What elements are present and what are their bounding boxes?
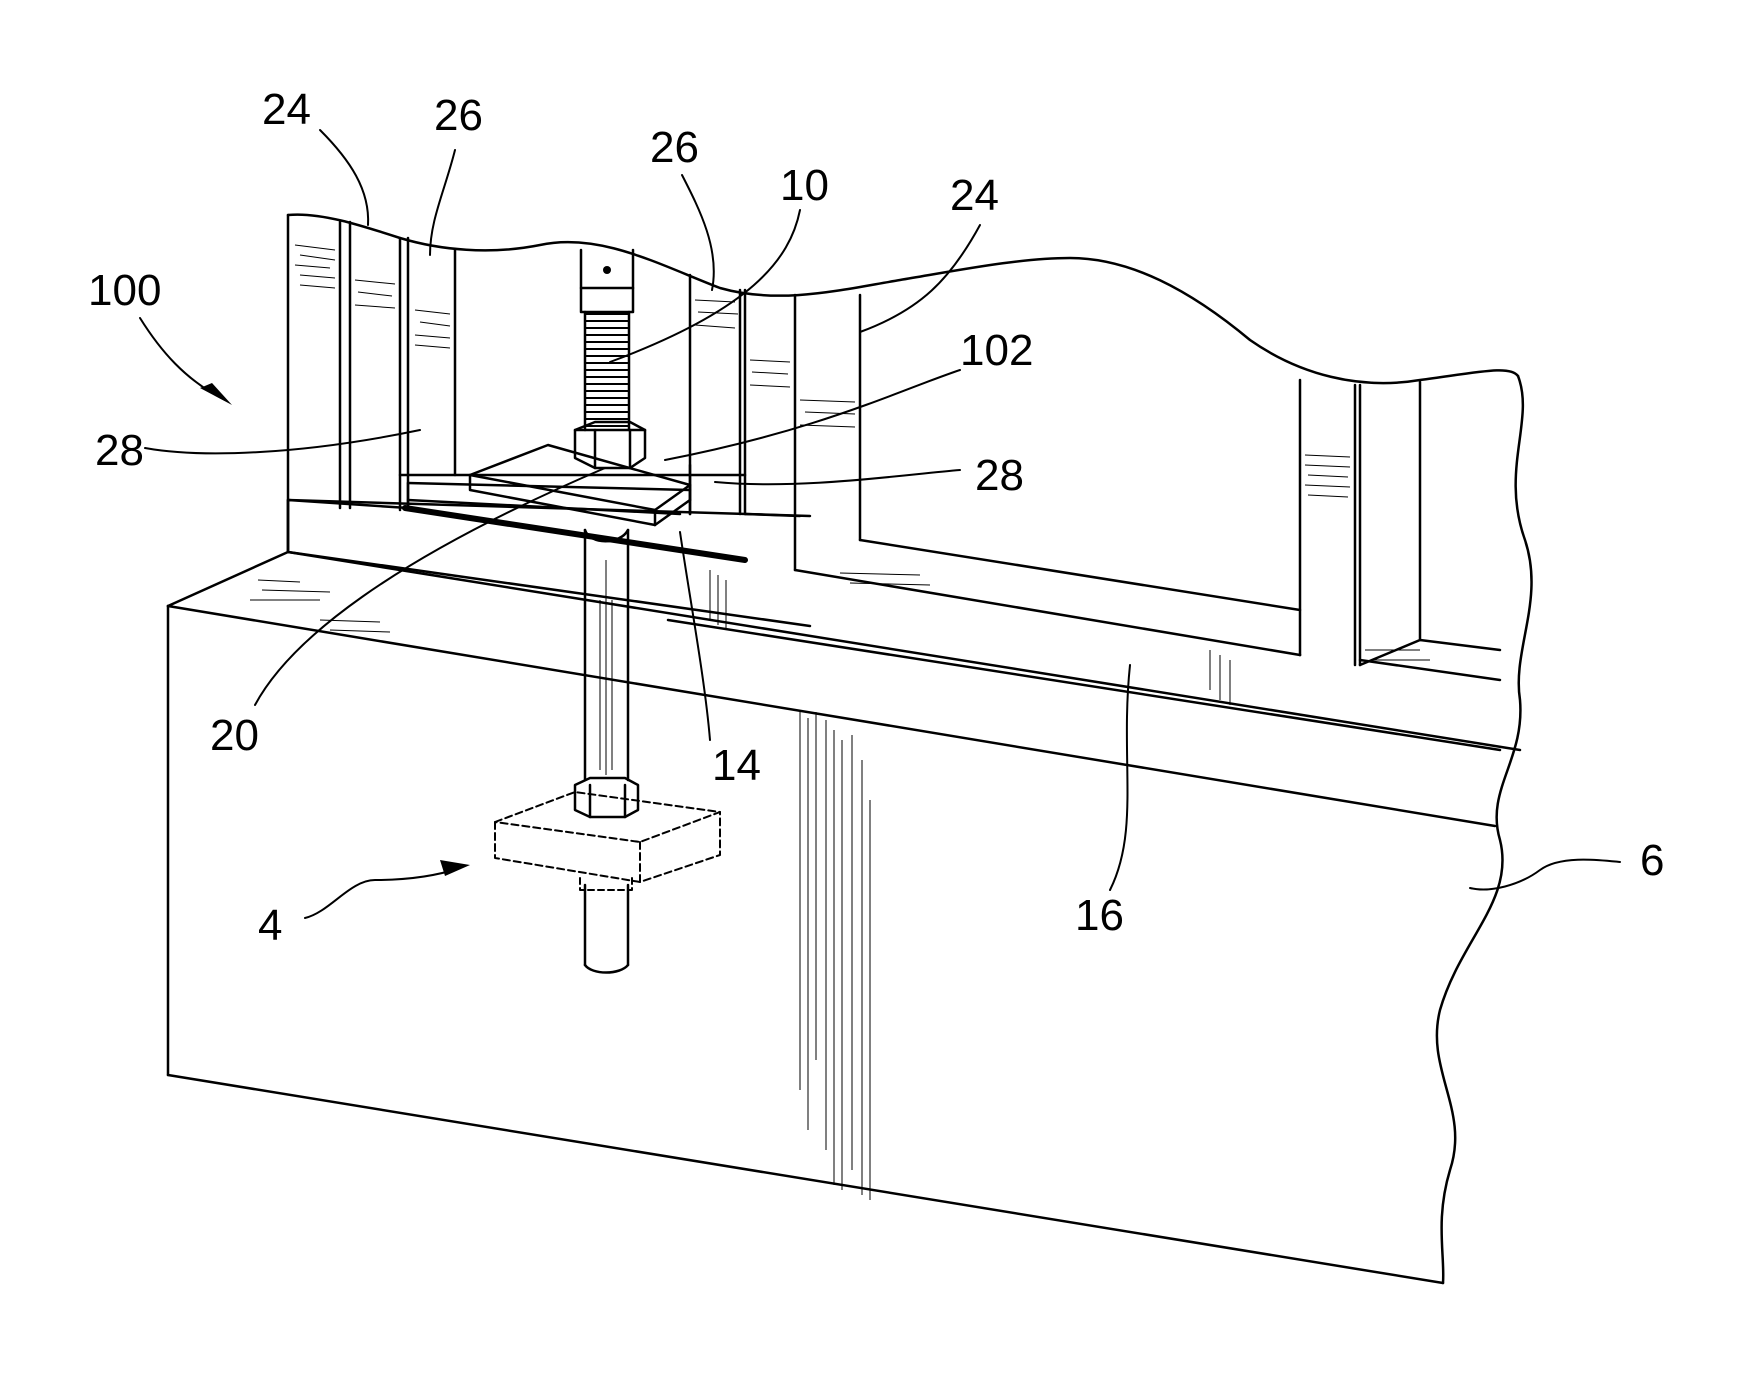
label-foundation: 6 [1640, 836, 1664, 885]
threaded-rod [581, 250, 633, 973]
rod-threads [585, 312, 629, 430]
label-blocking-left: 28 [95, 426, 144, 475]
label-outer-stud-right: 24 [950, 171, 999, 220]
label-assembly: 100 [88, 266, 161, 315]
reference-labels: 24 26 26 10 24 100 102 28 28 20 14 16 4 … [88, 85, 1664, 950]
anchor-plate [495, 778, 720, 890]
label-foundation-top: 16 [1075, 891, 1124, 940]
label-bearing-plate: 102 [960, 326, 1033, 375]
label-threaded-rod: 10 [780, 161, 829, 210]
wall-frame [288, 215, 1518, 680]
nut [575, 422, 645, 468]
label-inner-stud-right: 26 [650, 123, 699, 172]
label-outer-stud-left: 24 [262, 85, 311, 134]
foundation-shading [250, 570, 1430, 1200]
label-inner-stud-left: 26 [434, 91, 483, 140]
foundation [168, 376, 1532, 1283]
stud-shading [295, 245, 1350, 497]
label-sill-plate: 14 [712, 741, 761, 790]
label-anchor: 4 [258, 901, 282, 950]
label-nut: 20 [210, 711, 259, 760]
label-blocking-right: 28 [975, 451, 1024, 500]
rod-shading [600, 560, 612, 775]
leader-lines [140, 130, 1620, 918]
